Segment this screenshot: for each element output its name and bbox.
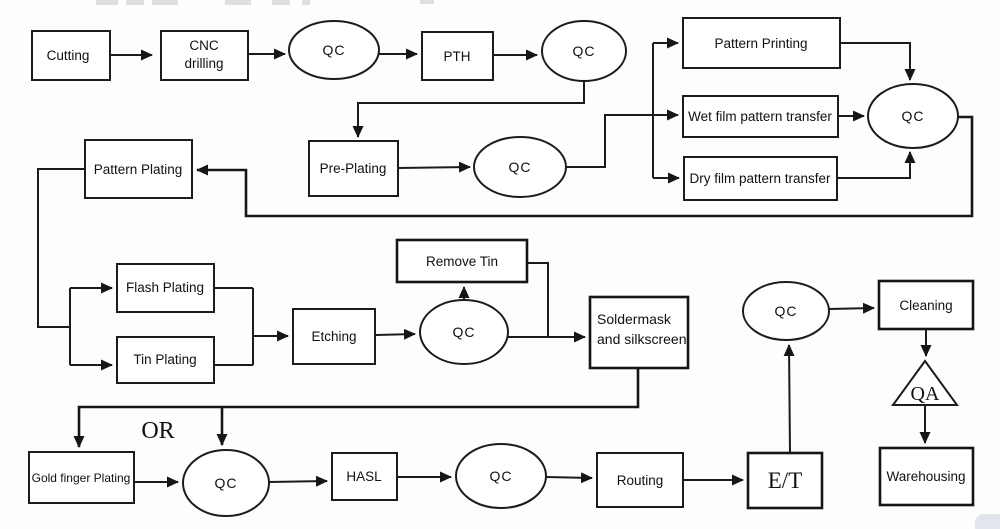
gold-finger-plating-label: Gold finger Plating xyxy=(32,471,131,485)
or-annotation: OR xyxy=(141,418,174,444)
qc8-ellipse xyxy=(742,281,830,341)
remove-tin-label: Remove Tin xyxy=(426,254,498,269)
edge-etching-to-qc5 xyxy=(374,328,416,340)
cleaning-label: Cleaning xyxy=(899,298,952,313)
tin-plating-box xyxy=(116,336,215,384)
qc1-label: QC xyxy=(323,42,346,58)
warehousing-label: Warehousing xyxy=(886,469,965,484)
qc-nodes: QC QC QC QC QC QC QC QC xyxy=(182,20,959,517)
edge-preplating-to-qc3 xyxy=(397,161,471,173)
routing-box xyxy=(596,452,684,508)
wet-film-box xyxy=(682,95,839,138)
pre-plating-label: Pre-Plating xyxy=(320,161,387,176)
cutting-box xyxy=(31,30,111,81)
edge-patternprinting-to-qc4 xyxy=(840,42,916,81)
cnc-drilling-label-line1: CNC xyxy=(189,38,218,53)
pre-plating-box xyxy=(308,140,399,197)
qc4-ellipse xyxy=(867,83,959,149)
qc5-ellipse xyxy=(419,299,509,365)
wet-film-label: Wet film pattern transfer xyxy=(688,109,832,124)
qa-triangle xyxy=(891,359,959,406)
connectors xyxy=(37,37,974,488)
gold-finger-plating-box xyxy=(28,451,135,504)
edge-qc4-to-patternplating xyxy=(196,115,974,218)
etching-label: Etching xyxy=(311,329,356,344)
soldermask-label-line1: Soldermask xyxy=(597,311,672,327)
corner-artifact xyxy=(975,514,1000,529)
pattern-printing-label: Pattern Printing xyxy=(714,36,807,51)
edge-qc7-to-routing xyxy=(545,472,593,484)
qa-label: QA xyxy=(911,383,940,405)
cnc-drilling-label-line2: drilling xyxy=(184,56,223,71)
edge-qc2-to-preplating xyxy=(352,81,585,138)
soldermask-box xyxy=(588,295,690,370)
edge-qc6-to-hasl xyxy=(268,475,328,487)
qc6-ellipse xyxy=(182,449,270,517)
qc2-ellipse xyxy=(541,20,627,82)
edge-dryfilm-to-qc4 xyxy=(837,151,916,179)
qa-node: QA xyxy=(891,359,959,406)
dry-film-label: Dry film pattern transfer xyxy=(689,171,831,186)
qc5-label: QC xyxy=(453,324,476,340)
pth-box xyxy=(421,31,494,81)
edge-qc8-to-cleaning xyxy=(828,302,875,314)
edge-et-to-qc8 xyxy=(783,344,795,454)
et-box xyxy=(746,451,824,510)
qc7-ellipse xyxy=(455,443,547,509)
pattern-plating-box xyxy=(84,139,193,199)
edge-soldermask-to-goldfinger xyxy=(73,368,640,448)
et-label: E/T xyxy=(768,468,803,493)
edge-removetin-return xyxy=(527,262,549,337)
cropped-top-artifacts xyxy=(96,0,434,5)
pattern-printing-box xyxy=(682,17,841,69)
tin-plating-label: Tin Plating xyxy=(133,352,196,367)
cleaning-box xyxy=(877,279,975,331)
flash-plating-box xyxy=(116,263,215,313)
pth-label: PTH xyxy=(444,49,471,64)
qc6-label: QC xyxy=(215,475,238,491)
cnc-drilling-box xyxy=(160,30,249,81)
hasl-label: HASL xyxy=(346,469,382,484)
cutting-label: Cutting xyxy=(47,48,90,63)
qc8-label: QC xyxy=(775,303,798,319)
etching-box xyxy=(292,308,376,365)
hasl-box xyxy=(331,452,398,501)
process-nodes: Cutting CNC drilling PTH Pattern Printin… xyxy=(28,17,975,510)
routing-label: Routing xyxy=(617,473,664,488)
pattern-plating-label: Pattern Plating xyxy=(94,162,183,177)
soldermask-label-line2: and silkscreen xyxy=(597,331,687,347)
dry-film-box xyxy=(683,156,838,201)
edge-qc3-to-wetfilm xyxy=(566,109,679,168)
qc3-label: QC xyxy=(509,159,532,175)
qc7-label: QC xyxy=(490,468,513,484)
edge-patternplating-split xyxy=(37,168,85,328)
flash-plating-label: Flash Plating xyxy=(126,280,204,295)
qc4-label: QC xyxy=(902,108,925,124)
qc2-label: QC xyxy=(573,43,596,59)
warehousing-box xyxy=(878,446,975,507)
remove-tin-box xyxy=(395,238,529,284)
qc3-ellipse xyxy=(473,136,567,198)
qc1-ellipse xyxy=(288,20,380,80)
